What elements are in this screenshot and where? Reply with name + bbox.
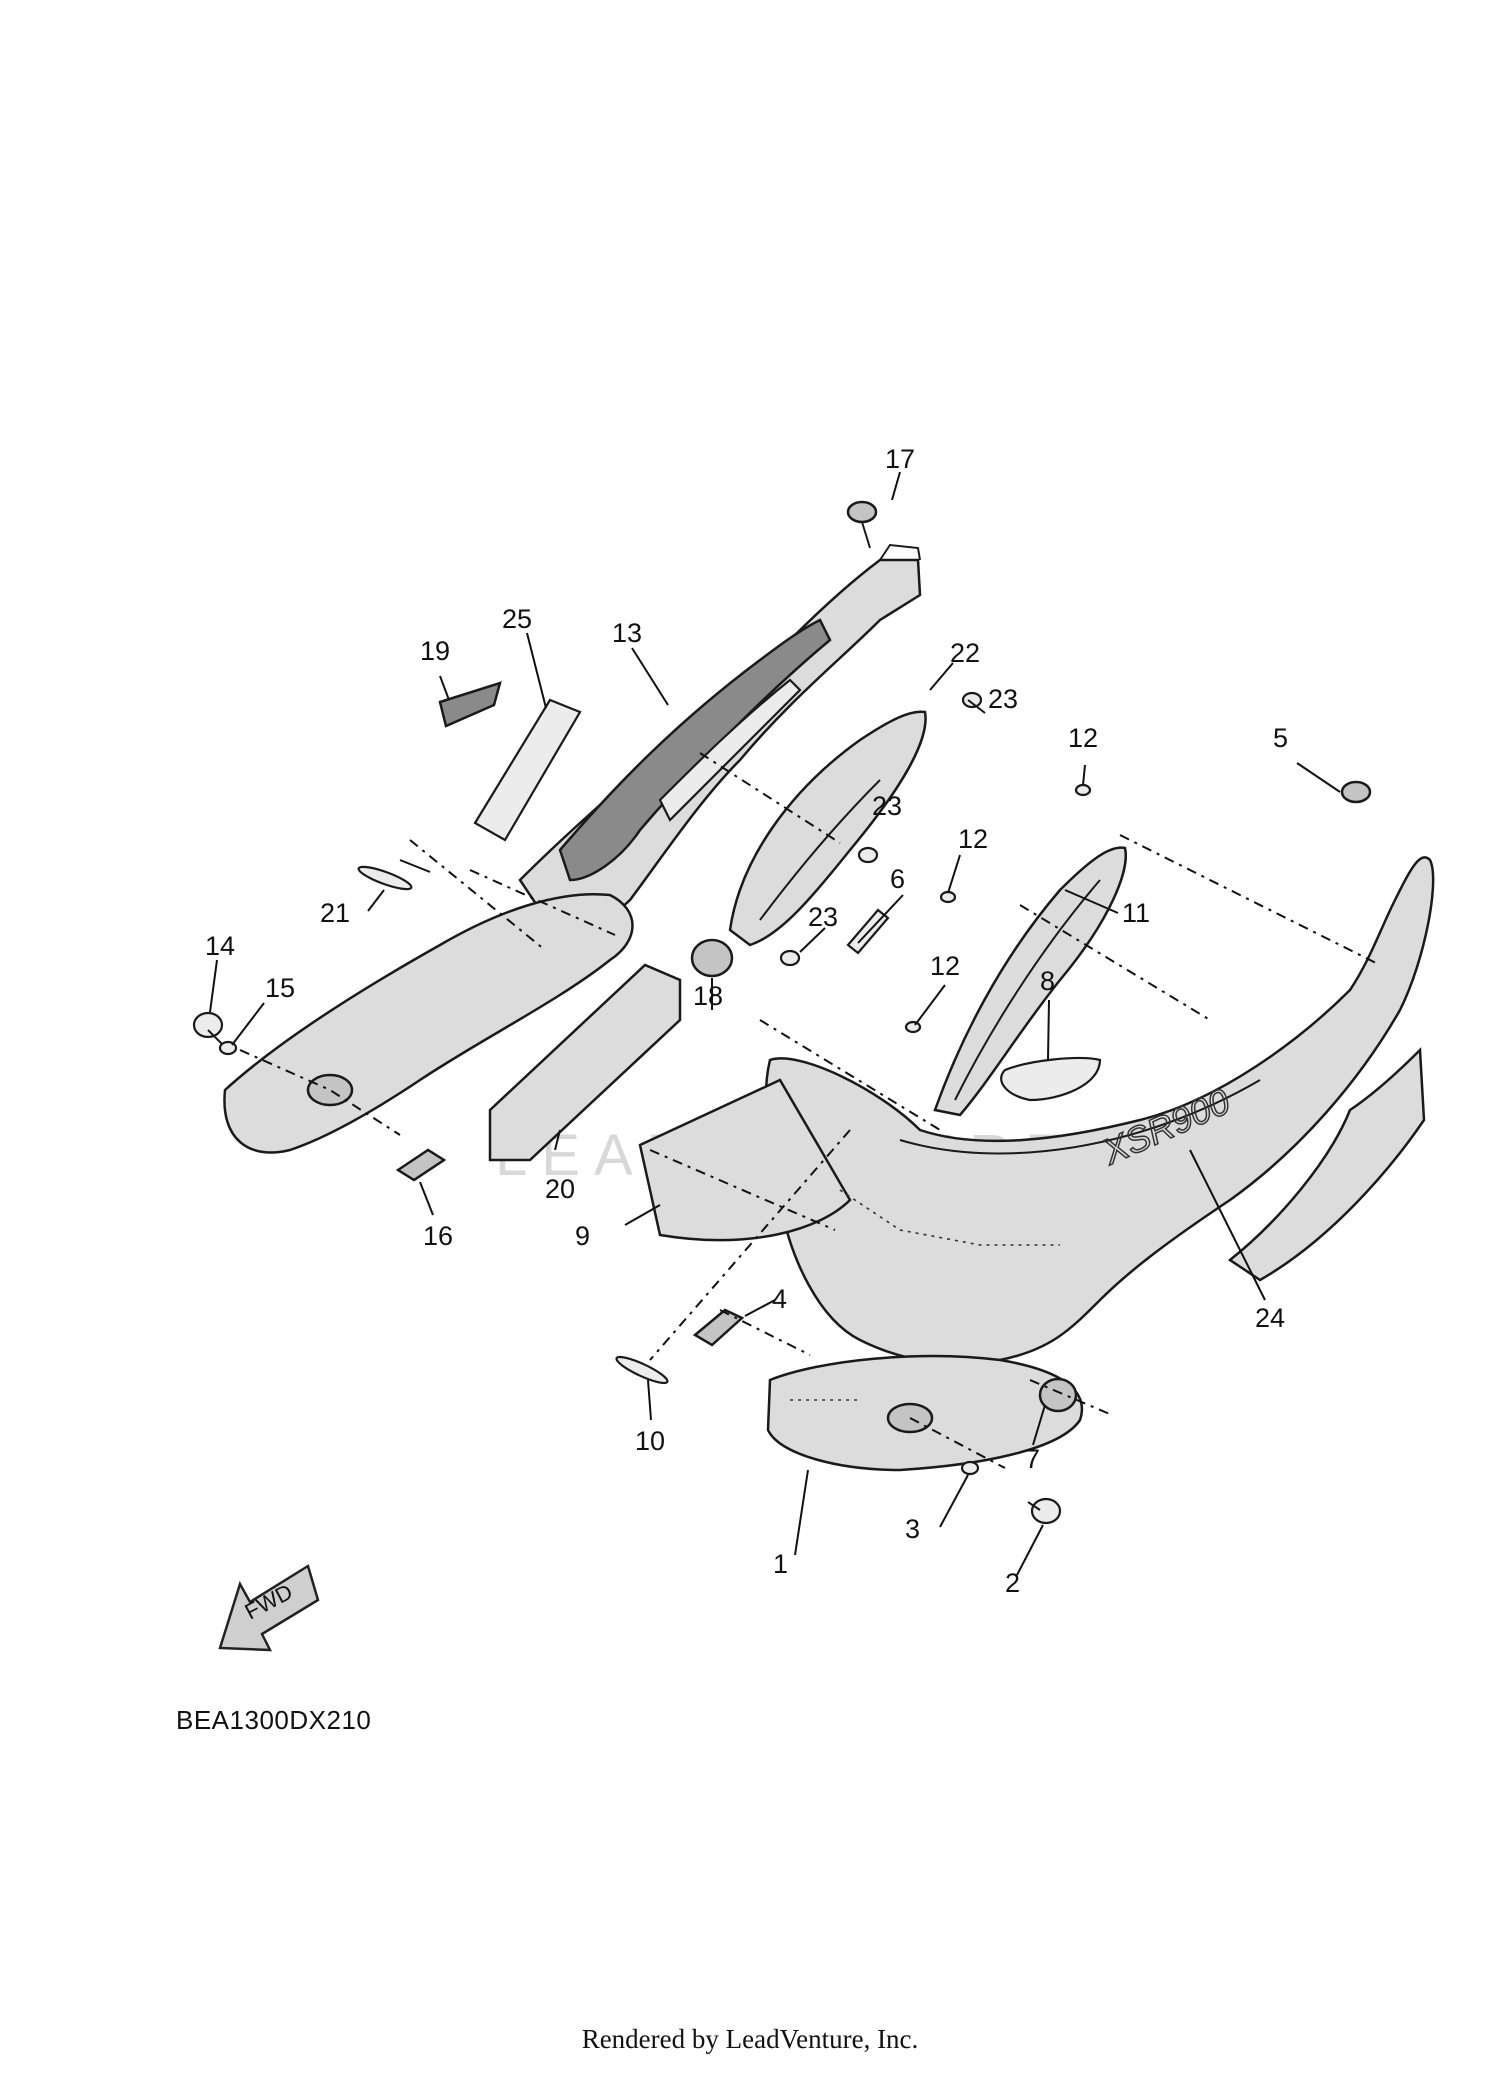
part-2-screw (1027, 1497, 1062, 1525)
drawing-code: BEA1300DX210 (176, 1705, 372, 1735)
leader-lines (209, 471, 1341, 1576)
callout-23: 23 (872, 791, 902, 821)
callout-1: 1 (773, 1549, 788, 1579)
part-19-decal (438, 681, 502, 728)
part-21-clip (357, 865, 413, 891)
callout-3: 3 (905, 1514, 920, 1544)
part-8-pad (1000, 1056, 1102, 1102)
callout-4: 4 (772, 1284, 787, 1314)
part-18-grommet (690, 938, 734, 978)
callout-25: 25 (502, 604, 532, 634)
callout-21: 21 (320, 898, 350, 928)
callout-12: 12 (1068, 723, 1098, 753)
part-16-bracket (395, 1148, 447, 1182)
callout-6: 6 (890, 864, 905, 894)
part-12-clip (904, 1020, 922, 1034)
part-1-lower-cover (766, 1354, 1083, 1472)
callout-5: 5 (1273, 723, 1288, 753)
callout-10: 10 (635, 1426, 665, 1456)
callout-18: 18 (693, 981, 723, 1011)
callout-numbers: 17 19 25 13 22 23 23 12 5 12 11 6 23 21 … (205, 444, 1288, 1598)
part-14-screw (192, 1011, 224, 1045)
part-23-washer (779, 949, 801, 967)
callout-20: 20 (545, 1174, 575, 1204)
part-17-bolt (846, 500, 878, 549)
part-7-grommet (1038, 1377, 1078, 1413)
callout-2: 2 (1005, 1568, 1020, 1598)
callout-23: 23 (988, 684, 1018, 714)
callout-15: 15 (265, 973, 295, 1003)
callout-19: 19 (420, 636, 450, 666)
callout-16: 16 (423, 1221, 453, 1251)
callout-7: 7 (1025, 1444, 1040, 1474)
part-12-clip (1074, 783, 1092, 797)
part-25-strip (473, 698, 582, 842)
callout-9: 9 (575, 1221, 590, 1251)
callout-22: 22 (950, 638, 980, 668)
part-22-cover-panel (728, 710, 927, 947)
part-23-washer (961, 691, 983, 709)
forward-arrow-icon: FWD (218, 1564, 320, 1652)
callout-11: 11 (1122, 898, 1150, 928)
callout-23: 23 (808, 902, 838, 932)
part-11-side-panel (933, 846, 1127, 1117)
footer-credit: Rendered by LeadVenture, Inc. (581, 2024, 919, 2054)
part-12-clip (939, 890, 957, 904)
part-5-bolt (1340, 780, 1372, 804)
part-3-washer (960, 1460, 980, 1476)
part-20-cover (488, 963, 682, 1162)
callout-12: 12 (930, 951, 960, 981)
callout-24: 24 (1255, 1303, 1285, 1333)
callout-12: 12 (958, 824, 988, 854)
assembly-lines (239, 752, 1381, 1469)
part-10-clip (615, 1355, 669, 1385)
callout-13: 13 (612, 618, 642, 648)
part-4-bracket (692, 1308, 745, 1347)
callout-14: 14 (205, 931, 235, 961)
part-13-frame-cover (518, 543, 922, 926)
callout-17: 17 (885, 444, 915, 474)
left-rear-cover (223, 893, 634, 1154)
part-23-washer (857, 846, 879, 864)
part-9-inner-panel (638, 1078, 852, 1242)
callout-8: 8 (1040, 966, 1055, 996)
